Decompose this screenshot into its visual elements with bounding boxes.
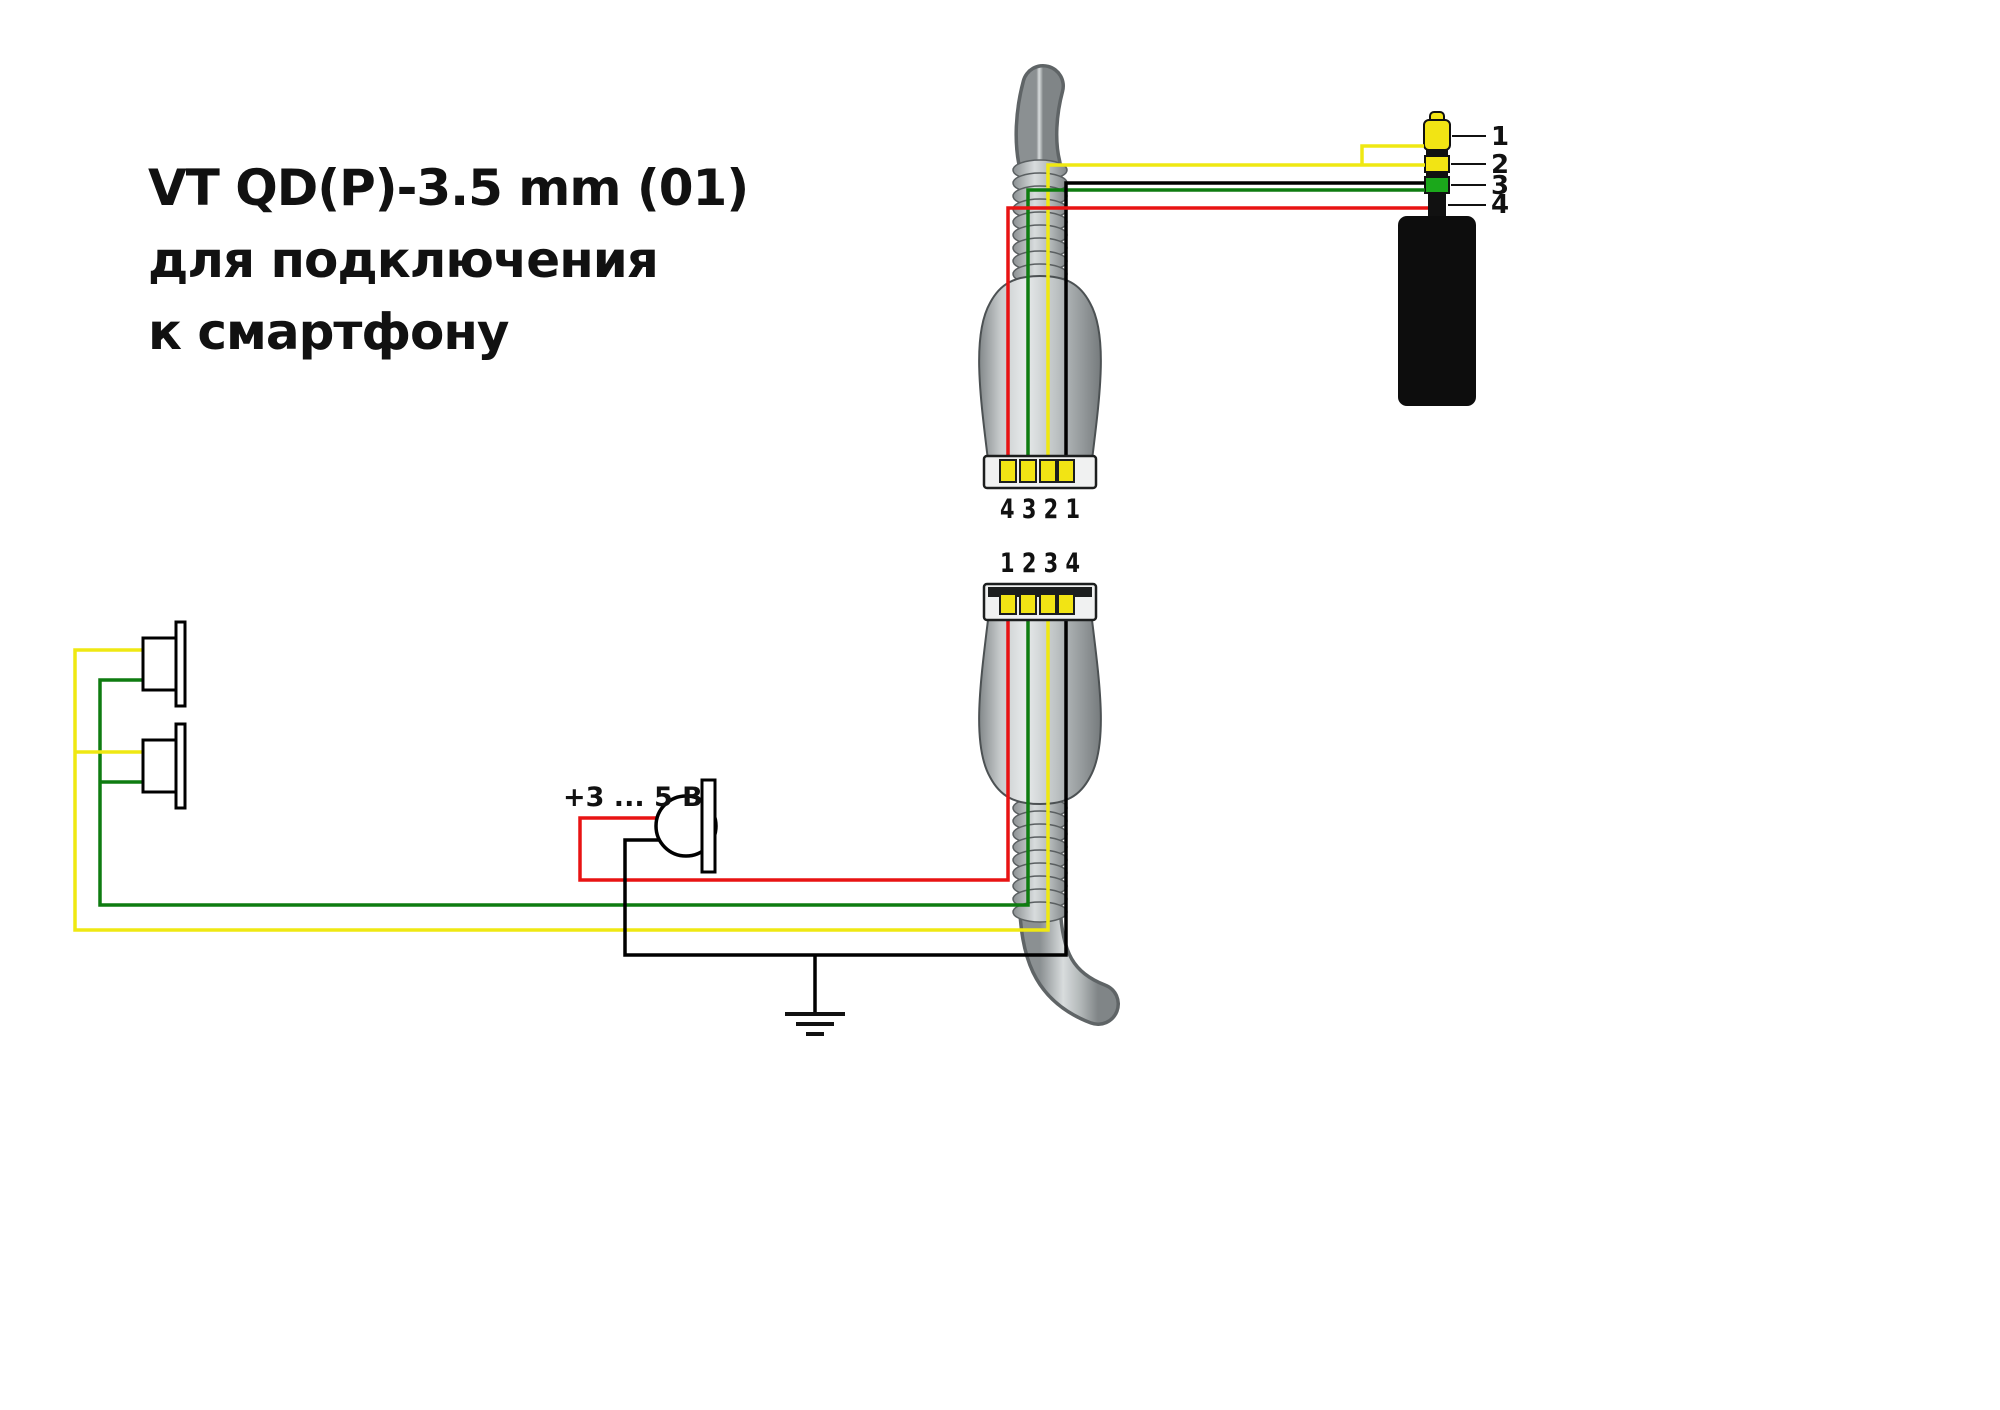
jack-separator-1 (1426, 150, 1448, 156)
wire-green-bottom (98, 618, 1030, 907)
jack-pin-leaders (1448, 135, 1486, 206)
jack-sleeve-shaft (1428, 193, 1446, 216)
bottom-qd-connector (978, 619, 1120, 1026)
jack-pin-2-label: 2 (1491, 150, 1509, 180)
wire-black-bottom (623, 618, 1068, 957)
top-connector-pin-numbers: 4 3 2 1 (1000, 494, 1080, 525)
mic-voltage-label: +3 ... 5 В (563, 782, 703, 813)
wire-yellow-bottom (73, 618, 1050, 932)
bottom-contact-1 (999, 593, 1017, 615)
jack-separator-2 (1426, 172, 1448, 177)
title-block: VT QD(P)-3.5 mm (01) для подключения к с… (148, 159, 749, 361)
bottom-connector-pin-numbers: 1 2 3 4 (1000, 548, 1080, 579)
bottom-cable-tail-inner (1021, 889, 1117, 1023)
wire-red-bottom (578, 618, 1010, 882)
jack-pin-1-label: 1 (1491, 122, 1509, 152)
jack-ring3-band (1424, 176, 1450, 194)
jack-pin-numbers: 1 2 3 4 (1491, 122, 1509, 220)
top-contact-1 (1057, 459, 1075, 483)
wire-red-top (1006, 206, 1428, 460)
bottom-contact-3 (1039, 593, 1057, 615)
top-qd-connector (978, 64, 1102, 461)
jack-tip (1423, 119, 1451, 151)
jack-pin-4-label: 4 (1491, 190, 1509, 220)
bottom-contact-top-band (988, 587, 1092, 597)
top-cable-inner (1017, 67, 1062, 185)
jack-ring2-band (1424, 155, 1450, 173)
speaker-2-magnet (141, 738, 178, 794)
trrs-jack-plug: 1 2 3 4 (1398, 111, 1509, 406)
wire-green-top (1026, 188, 1425, 460)
wire-yellow-top (1046, 163, 1425, 460)
jack-pin-3-label: 3 (1491, 171, 1509, 201)
bottom-connector-body (978, 619, 1102, 806)
bottom-connector-contact-face (982, 582, 1098, 622)
top-connector-contact-face (982, 454, 1098, 490)
microphone-plate (700, 778, 717, 874)
title-line-1: VT QD(P)-3.5 mm (01) (148, 159, 748, 217)
top-contact-4 (999, 459, 1017, 483)
top-strain-relief-ribs (1012, 159, 1068, 285)
top-contact-2 (1039, 459, 1057, 483)
top-contact-3 (1019, 459, 1037, 483)
ground-symbol (785, 1012, 845, 1036)
jack-body (1398, 216, 1476, 406)
speaker-2 (141, 722, 187, 810)
bottom-contact-4 (1057, 593, 1075, 615)
bottom-contact-2 (1019, 593, 1037, 615)
microphone (654, 778, 718, 874)
wires (73, 144, 1428, 1014)
speaker-1-magnet (141, 636, 178, 692)
top-connector-body (978, 274, 1102, 461)
title-line-2: для подключения (148, 231, 658, 289)
wire-yellow-top-branch (1360, 144, 1424, 165)
speaker-1 (141, 620, 187, 708)
wire-black-top (1064, 181, 1425, 460)
title-line-3: к смартфону (148, 303, 509, 361)
